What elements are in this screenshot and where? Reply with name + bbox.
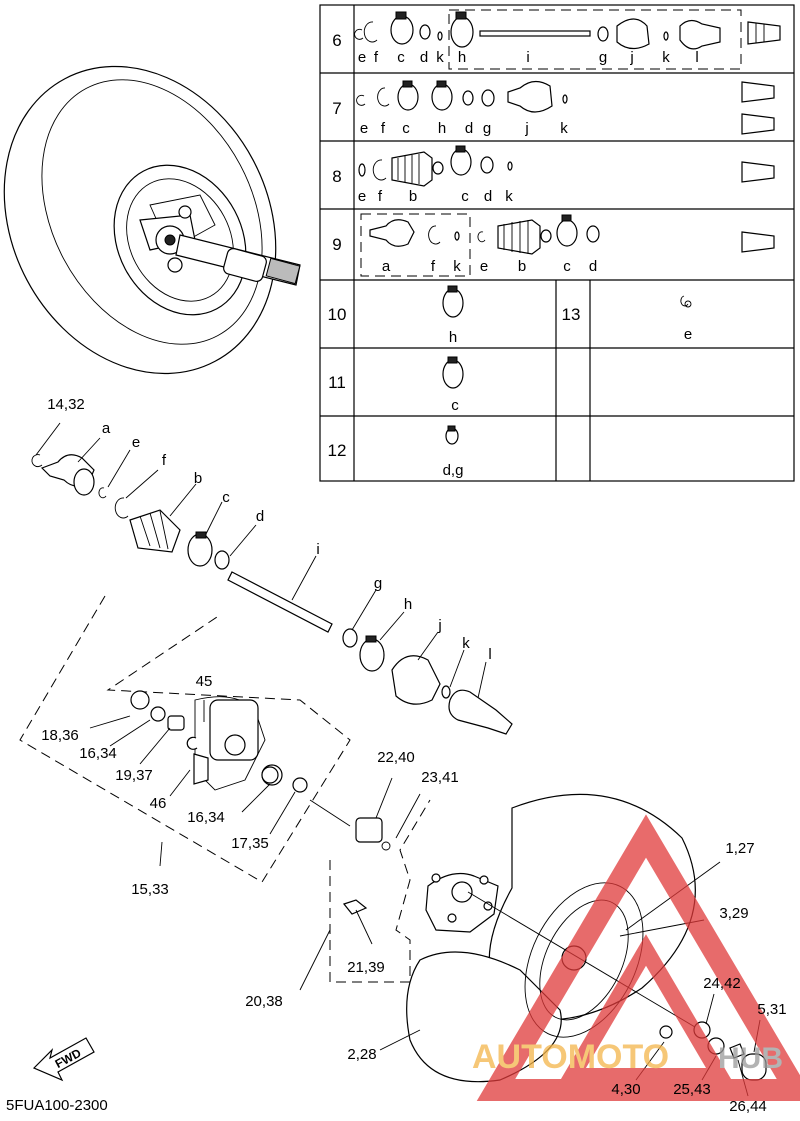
kit8-label-f: f [378, 188, 383, 205]
kit6-label-f: f [374, 49, 379, 66]
callout-j: j [437, 617, 441, 634]
callout-46: 46 [150, 795, 167, 812]
callout-f: f [162, 452, 167, 469]
kit8-label-k: k [505, 188, 513, 205]
callout-19-37: 19,37 [115, 767, 153, 784]
kit6-label-l: l [695, 49, 698, 66]
callout-2-28: 2,28 [347, 1046, 376, 1063]
callout-g: g [374, 575, 382, 592]
callout-b: b [194, 470, 202, 487]
kit8-label-c: c [461, 188, 469, 205]
kit-row-11-parts: c [442, 356, 464, 414]
kit-row-13-parts: e [680, 295, 692, 343]
callout-45: 45 [196, 673, 213, 690]
kit-row-10-parts: h [442, 285, 464, 346]
kit7-label-g: g [483, 120, 491, 137]
callout-c: c [222, 489, 230, 506]
kit10-label-h: h [449, 329, 457, 346]
callout-16-34-a: 16,34 [79, 745, 117, 762]
kit13-label-e: e [684, 326, 692, 343]
kit8-label-b: b [409, 188, 417, 205]
bearing-and-seal [309, 777, 421, 851]
callout-5-31: 5,31 [757, 1001, 786, 1018]
kit9-label-f: f [431, 258, 436, 275]
kit7-label-h: h [438, 120, 446, 137]
kit-row-7-number: 7 [332, 99, 341, 118]
callout-17-35: 17,35 [231, 835, 269, 852]
callout-14-32: 14,32 [47, 396, 85, 413]
callout-21-39: 21,39 [347, 959, 385, 976]
hub-assembly [299, 799, 499, 991]
exploded-drive-shaft [31, 422, 513, 735]
kit11-label-c: c [451, 397, 459, 414]
kit6-label-i: i [526, 49, 529, 66]
kit-table: 6 7 8 9 10 11 12 13 e f [319, 4, 795, 482]
kit6-label-d: d [420, 49, 428, 66]
callout-4-30: 4,30 [611, 1081, 640, 1098]
kit7-label-j: j [524, 120, 528, 137]
kit6-label-j: j [629, 49, 633, 66]
kit7-label-f: f [381, 120, 386, 137]
knuckle-assembly [19, 595, 351, 883]
kit-row-9-number: 9 [332, 235, 341, 254]
kit-row-12-parts: d,g [443, 425, 464, 479]
kit-row-7-parts: e f c h d g j k [356, 80, 775, 137]
watermark-text-right: HUB [718, 1042, 783, 1075]
callout-25-43: 25,43 [673, 1081, 711, 1098]
kit-row-10-number: 10 [328, 305, 347, 324]
callout-e: e [132, 434, 140, 451]
kit-row-9-parts: a f k e b c d [360, 213, 775, 277]
callout-h: h [404, 596, 412, 613]
kit-row-13-number: 13 [562, 305, 581, 324]
callout-18-36: 18,36 [41, 727, 79, 744]
forward-direction-arrow: FWD [32, 1037, 95, 1082]
kit9-label-e: e [480, 258, 488, 275]
kit6-label-k2: k [662, 49, 670, 66]
kit9-label-a: a [382, 258, 391, 275]
document-code: 5FUA100-2300 [6, 1097, 108, 1114]
kit7-label-d: d [465, 120, 473, 137]
callout-23-41: 23,41 [421, 769, 459, 786]
wheel-assembly-illustration [3, 65, 301, 375]
kit-row-6-number: 6 [332, 31, 341, 50]
kit6-label-c: c [397, 49, 405, 66]
kit8-label-d: d [484, 188, 492, 205]
kit-row-12-number: 12 [328, 441, 347, 460]
kit6-label-e: e [358, 49, 366, 66]
kit7-label-k: k [560, 120, 568, 137]
callout-1-27: 1,27 [725, 840, 754, 857]
callout-15-33: 15,33 [131, 881, 169, 898]
callout-16-34-b: 16,34 [187, 809, 225, 826]
callout-22-40: 22,40 [377, 749, 415, 766]
kit9-label-b: b [518, 258, 526, 275]
callout-26-44: 26,44 [729, 1098, 767, 1115]
callout-i: i [316, 541, 319, 558]
watermark-logo: AUTOMOTO HUB [472, 814, 800, 1101]
kit-row-8-parts: e f b c d k [358, 145, 775, 205]
callout-d: d [256, 508, 264, 525]
kit6-label-k: k [436, 49, 444, 66]
kit6-label-h: h [458, 49, 466, 66]
callout-k: k [462, 635, 470, 652]
kit9-label-k: k [453, 258, 461, 275]
kit-row-6-parts: e f c d k h i g j k l [354, 9, 781, 70]
callout-3-29: 3,29 [719, 905, 748, 922]
callout-24-42: 24,42 [703, 975, 741, 992]
callout-l: l [488, 646, 491, 663]
kit7-label-c: c [402, 120, 410, 137]
kit-row-11-number: 11 [328, 373, 346, 392]
kit8-label-e: e [358, 188, 366, 205]
kit6-label-g: g [599, 49, 607, 66]
callout-20-38: 20,38 [245, 993, 283, 1010]
kit9-label-d: d [589, 258, 597, 275]
kit7-label-e: e [360, 120, 368, 137]
watermark-text-left: AUTOMOTO [472, 1038, 669, 1076]
kit9-label-c: c [563, 258, 571, 275]
callout-labels: 14,32 a e f b c d i g h j k l 45 18,36 1… [41, 396, 786, 1115]
kit12-label-dg: d,g [443, 462, 464, 479]
kit-row-8-number: 8 [332, 167, 341, 186]
callout-a: a [102, 420, 111, 437]
